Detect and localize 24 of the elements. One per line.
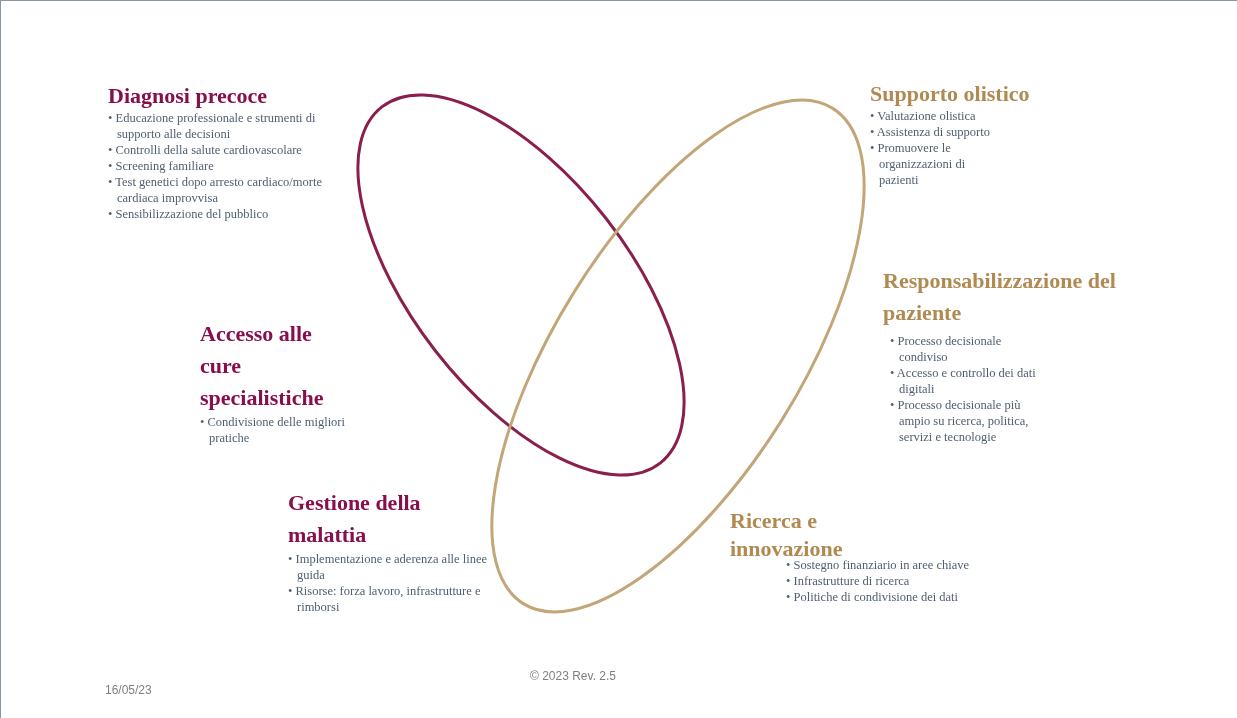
bullet-item: • Educazione professionale e strumenti di supporto alle decisioni bbox=[108, 110, 317, 142]
section-heading: Responsabilizzazione del paziente bbox=[883, 267, 1117, 327]
section-heading: Supporto olistico bbox=[870, 80, 1031, 108]
copyright-text: © 2023 Rev. 2.5 bbox=[530, 669, 616, 683]
bullet-item: • Accesso e controllo dei dati digitali bbox=[890, 365, 1037, 397]
bullet-item: • Sensibilizzazione del pubblico bbox=[108, 206, 270, 222]
bullet-item: • Promuovere le organizzazioni di pazienti bbox=[870, 140, 967, 188]
section-heading: Diagnosi precoce bbox=[108, 82, 269, 110]
date-text: 16/05/23 bbox=[105, 683, 152, 697]
bullet-item: • Test genetici dopo arresto cardiaco/morte cardiaca improvvisa bbox=[108, 174, 323, 206]
ellipse-outline bbox=[356, 93, 686, 477]
bullet-item: • Infrastrutture di ricerca bbox=[786, 573, 911, 589]
section-heading: Gestione della malattia bbox=[288, 489, 422, 549]
bullet-item: • Valutazione olistica bbox=[870, 108, 977, 124]
section-heading: Accesso alle cure specialistiche bbox=[200, 320, 325, 412]
bullet-item: • Processo decisionale più ampio su ricerca, politica, servizi e tecnologie bbox=[890, 397, 1030, 445]
bullet-item: • Implementazione e aderenza alle linee guida bbox=[288, 551, 489, 583]
bullet-item: • Controlli della salute cardiovascolare bbox=[108, 142, 303, 158]
bullet-item: • Processo decisionale condiviso bbox=[890, 333, 1003, 365]
bullet-item: • Politiche di condivisione dei dati bbox=[786, 589, 960, 605]
bullet-item: • Condivisione delle migliori pratiche bbox=[200, 414, 346, 446]
bullet-item: • Risorse: forza lavoro, infrastrutture e rimborsi bbox=[288, 583, 482, 615]
bullet-item: • Assistenza di supporto bbox=[870, 124, 990, 140]
bullet-item: • Screening familiare bbox=[108, 158, 215, 174]
